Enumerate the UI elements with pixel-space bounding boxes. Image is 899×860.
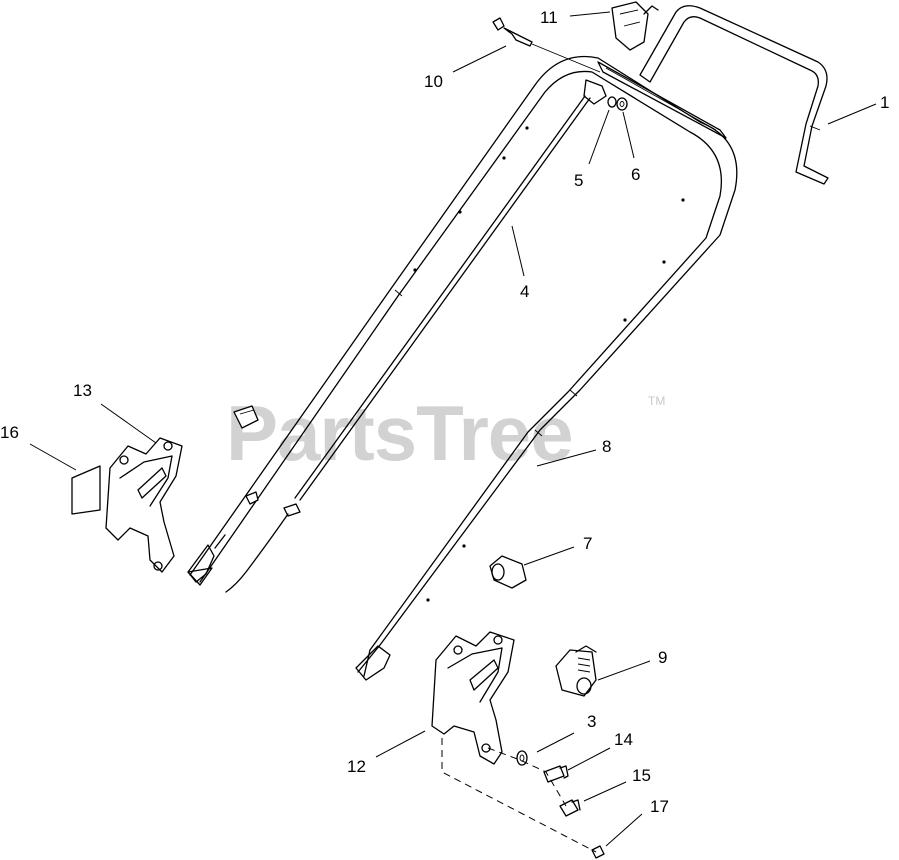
cable-tie-clip[interactable] bbox=[233, 405, 259, 429]
callout-10[interactable]: 10 bbox=[424, 72, 443, 91]
part-5-washer[interactable] bbox=[607, 96, 617, 108]
callout-1[interactable]: 1 bbox=[880, 93, 889, 112]
callout-numbers: 1 3 4 5 6 7 8 9 10 11 12 13 14 15 16 17 bbox=[0, 8, 889, 816]
frame-clip[interactable] bbox=[245, 491, 259, 505]
callout-3[interactable]: 3 bbox=[587, 712, 596, 731]
part-1-bail-lever[interactable] bbox=[639, 5, 829, 185]
callout-12[interactable]: 12 bbox=[347, 757, 366, 776]
callout-5[interactable]: 5 bbox=[574, 171, 583, 190]
handle-crossbar[interactable] bbox=[597, 61, 727, 139]
part-16-decal[interactable] bbox=[71, 465, 101, 515]
part-4-control-cable[interactable] bbox=[225, 95, 591, 593]
leader-lines bbox=[29, 11, 877, 847]
callout-14[interactable]: 14 bbox=[614, 730, 633, 749]
callout-7[interactable]: 7 bbox=[583, 534, 592, 553]
part-6-nut[interactable] bbox=[616, 97, 628, 111]
part-15-bolt[interactable] bbox=[559, 799, 581, 817]
part-13-left-bracket[interactable] bbox=[105, 437, 183, 573]
part-14-screw[interactable] bbox=[543, 765, 569, 783]
callout-15[interactable]: 15 bbox=[632, 766, 651, 785]
part-17-screw[interactable] bbox=[591, 845, 605, 859]
part-12-right-bracket[interactable] bbox=[431, 631, 515, 765]
part-11-cable-bracket[interactable] bbox=[611, 1, 659, 51]
watermark-text: PartsTree bbox=[226, 389, 573, 477]
callout-11[interactable]: 11 bbox=[540, 8, 558, 27]
watermark-trademark: TM bbox=[648, 394, 665, 408]
callout-9[interactable]: 9 bbox=[658, 648, 667, 667]
part-9-height-adjuster[interactable] bbox=[555, 645, 597, 697]
part-10-cable-end[interactable] bbox=[492, 17, 601, 73]
part-8-handle-frame[interactable] bbox=[187, 55, 738, 681]
callout-16[interactable]: 16 bbox=[0, 423, 19, 442]
callout-8[interactable]: 8 bbox=[602, 437, 611, 456]
callout-6[interactable]: 6 bbox=[631, 165, 640, 184]
cable-clamp-block[interactable] bbox=[583, 79, 607, 105]
callout-4[interactable]: 4 bbox=[520, 282, 529, 301]
callout-13[interactable]: 13 bbox=[73, 381, 92, 400]
alignment-line-lower bbox=[441, 738, 597, 853]
alignment-line-upper bbox=[487, 747, 567, 807]
callout-17[interactable]: 17 bbox=[650, 797, 669, 816]
part-7-adapter[interactable] bbox=[489, 555, 527, 589]
